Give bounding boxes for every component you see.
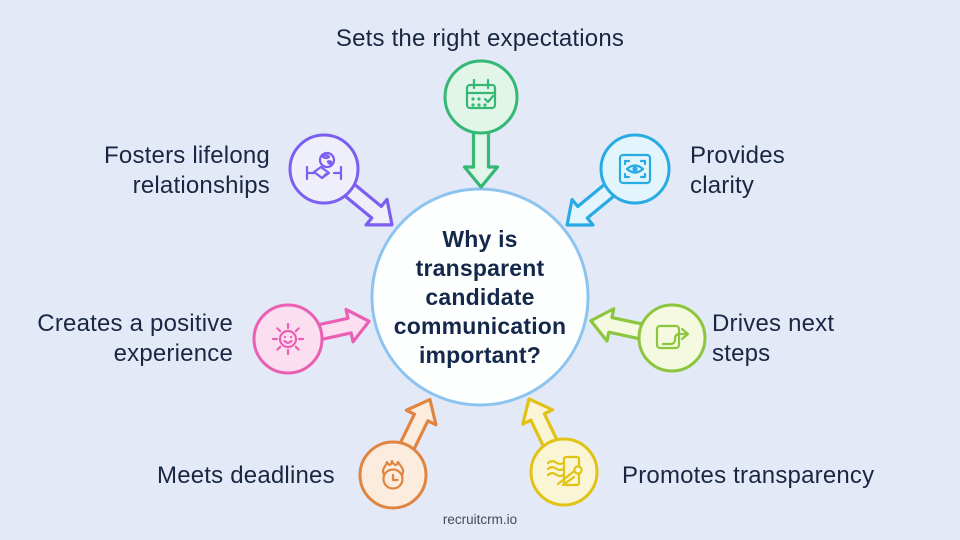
node-next-steps bbox=[589, 303, 707, 373]
node-relationships bbox=[288, 133, 394, 227]
burning-clock-icon bbox=[381, 459, 405, 490]
node-bubble bbox=[637, 303, 707, 373]
node-expectations bbox=[443, 59, 519, 189]
node-transparency bbox=[521, 397, 599, 507]
node-experience bbox=[252, 303, 371, 375]
node-deadlines bbox=[358, 397, 438, 510]
central-question: Why is transparent candidate communicati… bbox=[372, 189, 588, 405]
label-transparency: Promotes transparency bbox=[622, 462, 875, 489]
handshake-globe-icon bbox=[305, 151, 343, 181]
eye-scan-icon bbox=[618, 153, 652, 185]
node-clarity bbox=[565, 133, 671, 227]
label-expectations: Sets the right expectations bbox=[335, 25, 625, 52]
central-question-circle bbox=[370, 187, 590, 407]
label-deadlines: Meets deadlines bbox=[157, 462, 335, 489]
redirect-arrow-icon bbox=[655, 324, 690, 350]
calendar-check-icon bbox=[465, 78, 497, 110]
label-next-steps: Drives next steps bbox=[712, 310, 835, 367]
open-door-breeze-icon bbox=[546, 455, 583, 487]
label-relationships: Fosters lifelong relationships bbox=[104, 142, 270, 199]
central-question-text: Why is transparent candidate communicati… bbox=[393, 225, 567, 368]
smiling-sun-icon bbox=[271, 322, 305, 356]
node-bubble bbox=[252, 303, 324, 375]
label-clarity: Provides clarity bbox=[690, 142, 785, 199]
brand-footer: recruitcrm.io bbox=[442, 512, 518, 527]
node-bubble bbox=[443, 59, 519, 135]
label-experience: Creates a positive experience bbox=[37, 310, 233, 367]
